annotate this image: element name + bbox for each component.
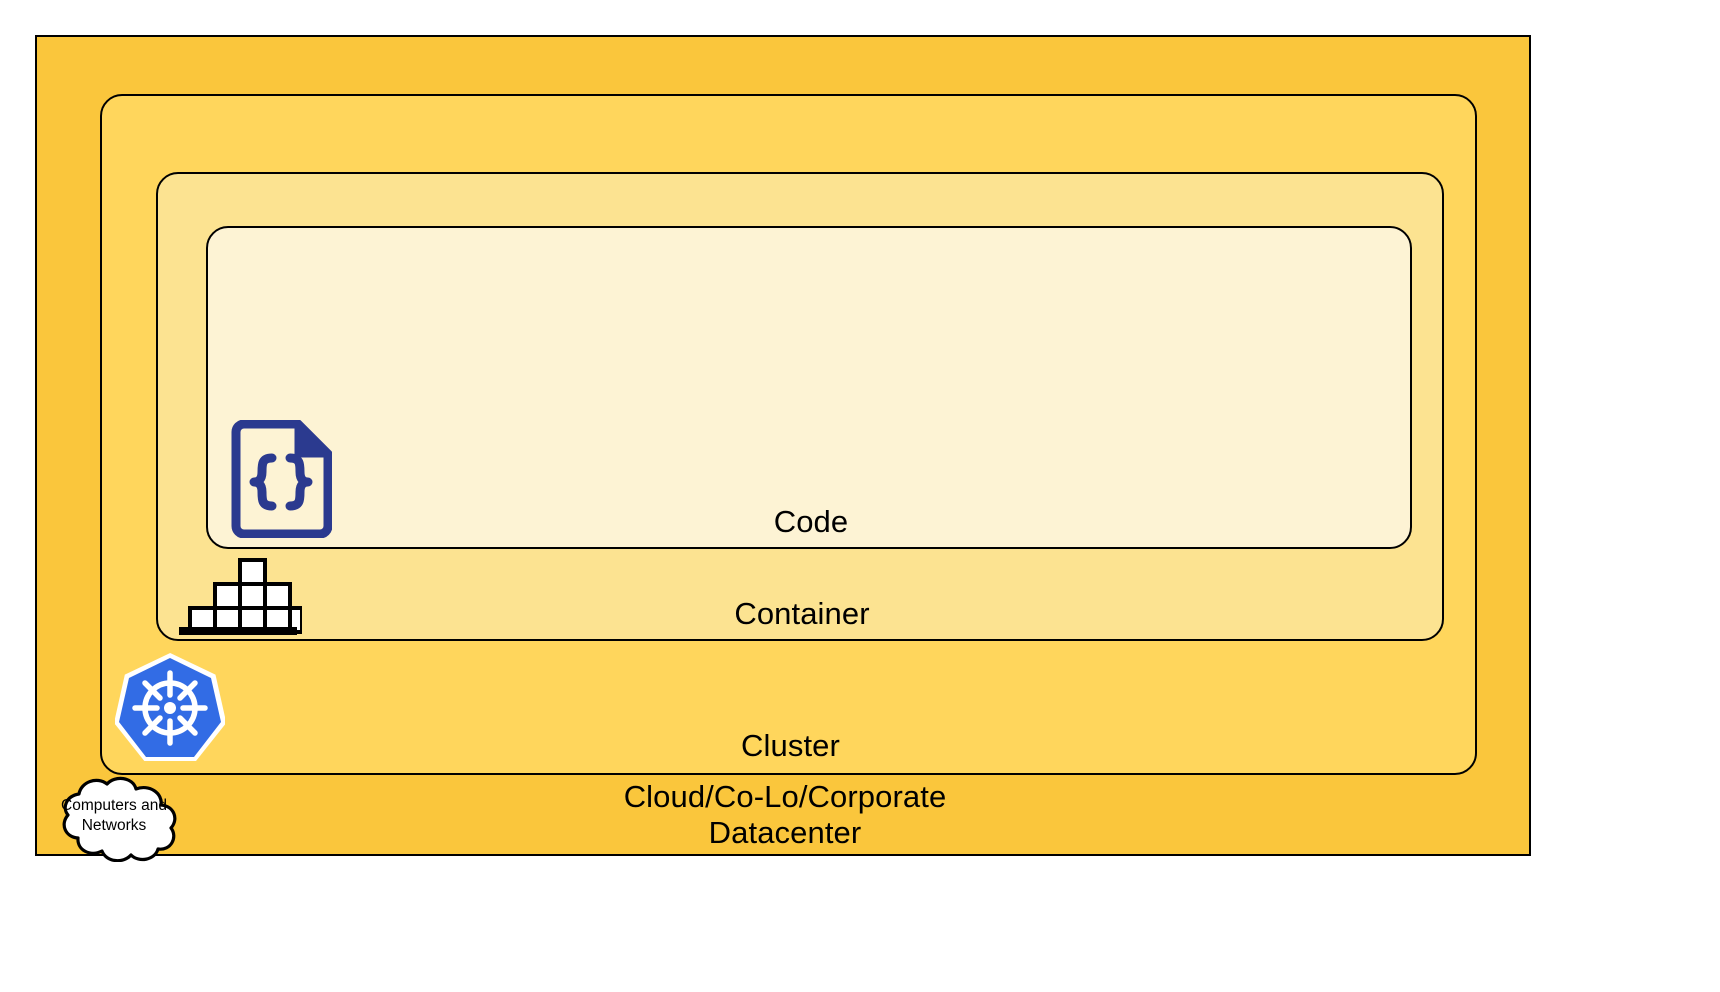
layer-code[interactable]: Code [206, 226, 1412, 549]
layer-datacenter-label: Cloud/Co-Lo/Corporate Datacenter [623, 778, 947, 851]
json-document-icon [228, 419, 333, 539]
layer-code-label: Code [773, 504, 849, 540]
layer-datacenter[interactable]: Code [35, 35, 1531, 856]
layer-container-label: Container [734, 596, 870, 632]
layer-cluster[interactable]: Code [100, 94, 1477, 775]
layer-container[interactable]: Code [156, 172, 1444, 641]
cloud-icon [62, 776, 177, 862]
computers-and-networks-callout[interactable]: Computers and Networks [35, 774, 193, 862]
kubernetes-icon [114, 651, 227, 762]
layer-cluster-label: Cluster [741, 728, 840, 764]
stacked-boxes-icon [174, 557, 304, 635]
